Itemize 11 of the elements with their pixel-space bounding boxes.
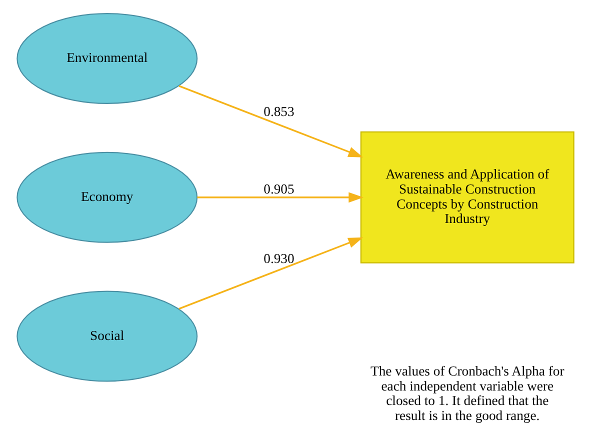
node-ellipse: Social <box>16 290 198 382</box>
arrow <box>178 84 363 157</box>
arrow <box>196 192 363 202</box>
arrow <box>178 236 363 310</box>
node-box: Awareness and Application of Sustainable Construction Concepts by Construction Industry <box>360 130 574 263</box>
node-ellipse: Environmental <box>16 12 198 104</box>
label: The values of Cronbach's Alpha for each independent variable were closed to 1. It defined that the result is in the good range. <box>370 363 564 423</box>
edge-label: 0.905 <box>263 181 294 196</box>
edge-label: 0.853 <box>263 104 294 119</box>
edge-label: 0.930 <box>263 250 294 266</box>
node-ellipse: Economy <box>16 151 198 242</box>
